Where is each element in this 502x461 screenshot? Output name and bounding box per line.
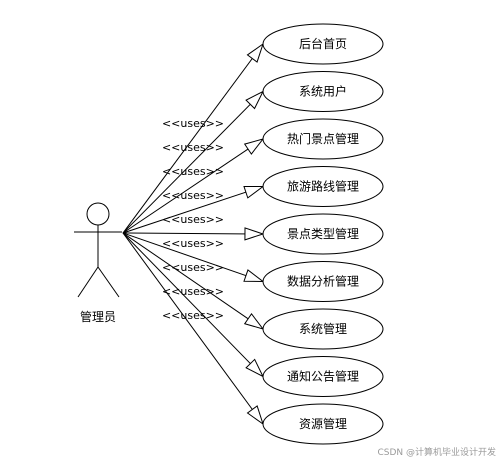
uses-label-uc8: <<uses>>	[162, 285, 224, 298]
use-case-uc4: 旅游路线管理	[262, 166, 384, 207]
use-case-label-uc7: 系统管理	[299, 321, 347, 336]
use-case-ellipse-uc9	[262, 403, 384, 445]
uses-label-uc6: <<uses>>	[162, 237, 224, 250]
relationship-line-uc4	[122, 186, 264, 234]
use-case-ellipse-uc5	[262, 213, 384, 255]
uses-label-uc7: <<uses>>	[162, 261, 224, 274]
relationship-line-uc6	[122, 232, 264, 282]
uses-label-uc2: <<uses>>	[162, 141, 224, 154]
uses-labels: <<uses>> <<uses>> <<uses>> <<uses>> <<uses>>…	[162, 117, 224, 322]
uses-label-uc5: <<uses>>	[162, 213, 224, 226]
relationship-line-uc2	[122, 91, 264, 234]
arrowhead-uc3	[243, 138, 265, 155]
arrowhead-uc5	[244, 227, 265, 241]
use-case-list: 后台首页系统用户热门景点管理旅游路线管理景点类型管理数据分析管理系统管理通知公告…	[262, 23, 384, 445]
use-case-uc5: 景点类型管理	[262, 213, 384, 255]
use-case-label-uc6: 数据分析管理	[287, 274, 359, 289]
use-case-label-uc9: 资源管理	[299, 416, 347, 431]
use-case-uc9: 资源管理	[262, 403, 384, 445]
uses-label-uc1: <<uses>>	[162, 117, 224, 130]
uses-label-uc4: <<uses>>	[162, 189, 224, 202]
arrowhead-uc9	[246, 405, 264, 426]
use-case-ellipse-uc1	[262, 23, 384, 65]
relationship-line-uc8	[122, 232, 264, 377]
relationship-line-uc1	[122, 43, 264, 234]
use-case-label-uc2: 系统用户	[299, 84, 347, 99]
use-case-ellipse-uc2	[262, 71, 384, 112]
use-case-label-uc8: 通知公告管理	[287, 369, 359, 384]
actor-right-leg	[97, 266, 120, 298]
use-case-ellipse-uc6	[262, 261, 384, 302]
arrowhead-uc7	[243, 313, 265, 330]
use-case-ellipse-uc8	[262, 356, 384, 397]
use-case-label-uc3: 热门景点管理	[287, 131, 359, 146]
arrowhead-uc4	[243, 185, 265, 199]
use-case-uc7: 系统管理	[262, 308, 384, 350]
use-case-uc6: 数据分析管理	[262, 261, 384, 302]
use-case-uc2: 系统用户	[262, 71, 384, 112]
use-case-ellipse-uc4	[262, 166, 384, 207]
use-case-label-uc5: 景点类型管理	[287, 226, 359, 241]
relationship-line-uc7	[122, 232, 264, 330]
use-case-label-uc4: 旅游路线管理	[287, 179, 359, 194]
actor-left-leg	[77, 266, 99, 298]
arrowhead-uc6	[243, 269, 265, 283]
uses-label-uc3: <<uses>>	[162, 165, 224, 178]
use-case-uc1: 后台首页	[262, 23, 384, 65]
use-case-label-uc1: 后台首页	[299, 36, 347, 51]
uses-label-uc9: <<uses>>	[162, 309, 224, 322]
arrowhead-uc8	[245, 358, 265, 378]
use-case-ellipse-uc7	[262, 308, 384, 350]
use-case-uc3: 热门景点管理	[262, 118, 384, 160]
actor-head	[86, 202, 110, 226]
use-case-ellipse-uc3	[262, 118, 384, 160]
actor-admin: 管理员	[74, 202, 122, 324]
arrowhead-uc1	[246, 42, 264, 63]
relationship-line-uc3	[122, 138, 264, 234]
watermark-text: CSDN @计算机毕业设计开发	[377, 446, 496, 458]
arrowhead-uc2	[245, 90, 265, 110]
relationship-line-uc9	[122, 232, 264, 425]
actor-label: 管理员	[80, 309, 116, 324]
relationship-lines	[122, 42, 265, 426]
use-case-uc8: 通知公告管理	[262, 356, 384, 397]
relationship-line-uc5	[122, 232, 264, 235]
